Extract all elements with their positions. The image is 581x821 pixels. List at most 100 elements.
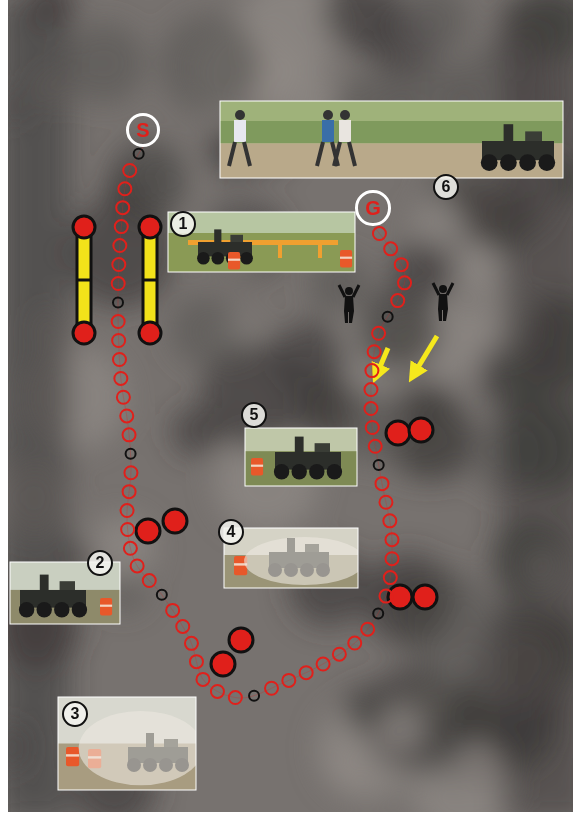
route-dot	[317, 658, 330, 671]
route-dot	[143, 574, 156, 587]
route-dot	[379, 496, 392, 509]
route-path	[118, 147, 405, 698]
route-dot	[126, 449, 136, 459]
route-dot	[384, 571, 397, 584]
cone-marker	[229, 628, 253, 652]
photo-inset	[245, 428, 357, 509]
waypoint-circle: S	[126, 113, 160, 147]
route-dot	[157, 590, 167, 600]
route-dot	[373, 608, 383, 618]
route-dot	[384, 242, 397, 255]
route-dot	[364, 402, 377, 415]
route-dot	[112, 258, 125, 271]
route-dot	[369, 440, 382, 453]
route-dot	[176, 620, 189, 633]
route-dot	[348, 637, 361, 650]
approach-arrow	[414, 336, 437, 374]
route-dot	[120, 409, 133, 422]
photo-inset	[220, 101, 563, 220]
route-dot	[333, 648, 346, 661]
waypoint-letter: G	[365, 198, 381, 218]
route-dot	[121, 504, 134, 517]
route-dot	[116, 201, 129, 214]
route-dot	[123, 485, 136, 498]
callout-digit: 6	[442, 179, 451, 195]
cone-marker	[136, 519, 160, 543]
route-dot	[383, 312, 393, 322]
route-dot	[112, 277, 125, 290]
route-dot	[395, 258, 408, 271]
route-group	[112, 147, 411, 704]
cone-marker	[211, 652, 235, 676]
route-dot	[265, 682, 278, 695]
pedestrian-icon	[339, 285, 359, 323]
route-dot	[300, 666, 313, 679]
callout-number: 4	[218, 519, 244, 545]
route-dot	[372, 327, 385, 340]
route-dot	[211, 685, 224, 698]
route-dot	[373, 227, 386, 240]
cone-marker	[386, 421, 410, 445]
route-dot	[364, 383, 377, 396]
route-dot	[113, 239, 126, 252]
callout-digit: 3	[71, 706, 80, 722]
route-dot	[118, 182, 131, 195]
route-dot	[383, 514, 396, 527]
route-dot	[114, 372, 127, 385]
callout-digit: 5	[250, 407, 259, 423]
route-dot	[121, 523, 134, 536]
route-dot	[112, 315, 125, 328]
route-dot	[385, 533, 398, 546]
route-dot	[124, 542, 137, 555]
photo-inset	[168, 212, 355, 293]
route-dot	[229, 691, 242, 704]
callout-digit: 1	[179, 216, 188, 232]
route-dot	[368, 345, 381, 358]
cone-marker	[409, 418, 433, 442]
map-ground	[8, 0, 573, 812]
route-dot	[282, 674, 295, 687]
route-dot	[123, 428, 136, 441]
callout-number: 6	[433, 174, 459, 200]
callout-number: 3	[62, 701, 88, 727]
route-dot	[134, 149, 144, 159]
route-dot	[166, 604, 179, 617]
route-dot	[249, 691, 259, 701]
route-dot	[113, 298, 123, 308]
photo-inset	[58, 697, 203, 821]
route-dot	[117, 391, 130, 404]
cone-marker	[163, 509, 187, 533]
route-dot	[131, 559, 144, 572]
gate-marker	[73, 216, 95, 344]
cone-marker	[413, 585, 437, 609]
route-dot	[112, 334, 125, 347]
route-dot	[185, 637, 198, 650]
route-dot	[190, 655, 203, 668]
waypoint-circle: G	[355, 190, 390, 225]
pedestrian-icon	[433, 283, 453, 321]
route-dot	[196, 673, 209, 686]
photo-inset	[224, 528, 365, 615]
route-dot	[391, 294, 404, 307]
waypoint-letter: S	[136, 120, 149, 140]
route-dot	[113, 353, 126, 366]
callout-number: 1	[170, 211, 196, 237]
route-dot	[379, 590, 392, 603]
tree-texture	[8, 0, 573, 812]
route-dot	[375, 477, 388, 490]
gate-marker	[139, 216, 161, 344]
route-dot	[374, 460, 384, 470]
route-dot	[123, 164, 136, 177]
callout-digit: 4	[227, 524, 236, 540]
callout-number: 5	[241, 402, 267, 428]
callout-digit: 2	[96, 555, 105, 571]
route-dot	[361, 623, 374, 636]
route-dot	[385, 552, 398, 565]
route-dot	[124, 466, 137, 479]
route-dot	[115, 220, 128, 233]
route-dot	[366, 421, 379, 434]
